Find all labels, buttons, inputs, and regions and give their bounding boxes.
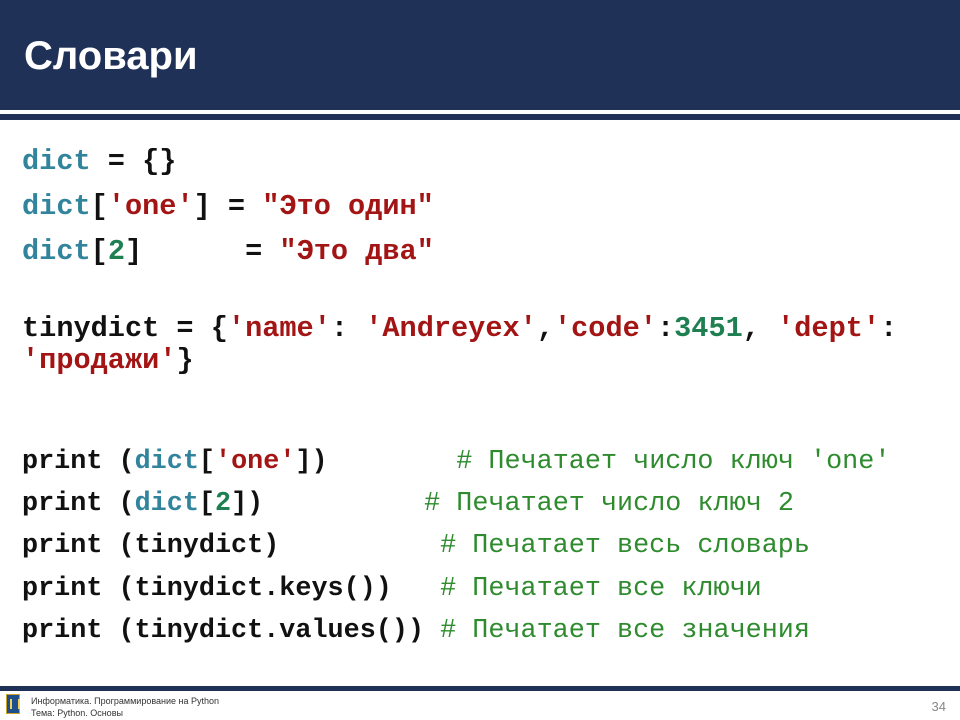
code-line: dict = {} xyxy=(22,146,176,178)
code-keyword: dict xyxy=(22,190,91,223)
code-keyword: dict xyxy=(134,447,199,477)
code-comment: # Печатает все значения xyxy=(440,616,810,646)
code-text: ]) xyxy=(295,447,457,477)
code-text: ] = xyxy=(124,235,280,268)
code-text: : xyxy=(330,312,366,345)
code-line: print (tinydict.keys()) # Печатает все к… xyxy=(22,573,762,605)
code-text: print ( xyxy=(22,489,135,519)
code-text: : xyxy=(880,312,898,345)
footer-course: Информатика. Программирование на Python xyxy=(31,696,220,706)
code-string: 'code' xyxy=(553,312,657,345)
code-text: tinydict = { xyxy=(22,312,228,345)
code-text: [ xyxy=(90,235,108,268)
code-string: 'продажи' xyxy=(22,344,177,377)
code-text: : xyxy=(656,312,675,345)
code-text: ] = xyxy=(193,190,263,223)
code-text: print ( xyxy=(22,447,135,477)
code-string: 'Andreyex' xyxy=(365,312,537,345)
code-number: 2 xyxy=(215,489,232,519)
code-text: , xyxy=(742,312,778,345)
code-line: dict['one'] = "Это один" xyxy=(22,191,434,223)
code-text: } xyxy=(176,344,194,377)
slide-title: Словари xyxy=(24,34,198,78)
university-logo-icon xyxy=(6,694,20,714)
code-comment: # Печатает все ключи xyxy=(440,574,762,604)
code-comment: # Печатает число ключ 'one' xyxy=(456,447,891,477)
code-line: print (dict['one']) # Печатает число клю… xyxy=(22,446,890,478)
footer-topic: Тема: Python. Основы xyxy=(31,708,123,718)
code-line: tinydict = {'name': 'Andreyex','code':34… xyxy=(22,313,897,345)
code-text: print (tinydict) xyxy=(22,531,441,561)
code-text: print (tinydict.keys()) xyxy=(22,574,441,604)
code-string: "Это один" xyxy=(262,190,434,223)
code-text: = {} xyxy=(90,145,177,178)
header-divider xyxy=(0,114,960,120)
code-line: dict[2] = "Это два" xyxy=(22,236,434,268)
code-number: 2 xyxy=(107,235,125,268)
code-text: , xyxy=(536,312,554,345)
code-comment: # Печатает число ключ 2 xyxy=(424,489,794,519)
code-line: print (tinydict.values()) # Печатает все… xyxy=(22,615,810,647)
code-line: print (dict[2]) # Печатает число ключ 2 xyxy=(22,488,794,520)
code-text: print (tinydict.values()) xyxy=(22,616,441,646)
code-keyword: dict xyxy=(134,489,199,519)
code-string: 'one' xyxy=(107,190,194,223)
code-string: 'name' xyxy=(227,312,331,345)
code-text: [ xyxy=(198,489,215,519)
code-line: 'продажи'} xyxy=(22,345,194,377)
code-text: ]) xyxy=(231,489,425,519)
code-comment: # Печатает весь словарь xyxy=(440,531,810,561)
code-text: [ xyxy=(90,190,108,223)
code-text: [ xyxy=(198,447,215,477)
code-string: "Это два" xyxy=(279,235,434,268)
footer-divider xyxy=(0,686,960,691)
code-keyword: dict xyxy=(22,145,91,178)
slide-header: Словари xyxy=(0,0,960,110)
page-number: 34 xyxy=(931,699,946,714)
code-string: 'one' xyxy=(215,447,296,477)
code-number: 3451 xyxy=(674,312,743,345)
footer-text: Информатика. Программирование на Python … xyxy=(31,695,219,719)
code-line: print (tinydict) # Печатает весь словарь xyxy=(22,530,810,562)
code-keyword: dict xyxy=(22,235,91,268)
code-string: 'dept' xyxy=(777,312,881,345)
